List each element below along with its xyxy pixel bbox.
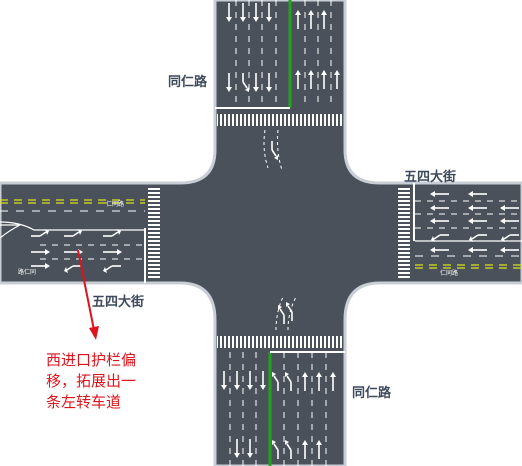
west-approach: 仁同路 路仁同 bbox=[0, 186, 160, 283]
annotation-line-3: 条左转车道 bbox=[46, 393, 122, 411]
west-pavement-text-lower: 路仁同 bbox=[18, 268, 36, 276]
south-crosswalk bbox=[217, 336, 343, 348]
east-approach: 仁同路 bbox=[398, 183, 522, 280]
annotation-note: 西进口护栏偏 移，拓展出一 条左转车道 bbox=[46, 350, 136, 413]
west-road-name: 五四大街 bbox=[92, 295, 145, 310]
west-median-guard bbox=[0, 221, 145, 231]
north-approach bbox=[215, 0, 343, 171]
annotation-line-2: 移，拓展出一 bbox=[46, 372, 137, 390]
red-pointer-arrow bbox=[77, 249, 99, 340]
south-road-name: 同仁路 bbox=[352, 386, 392, 401]
north-crosswalk bbox=[217, 114, 343, 126]
east-road-name: 五四大街 bbox=[404, 170, 457, 185]
south-approach bbox=[217, 296, 345, 466]
annotation-line-1: 西进口护栏偏 bbox=[46, 351, 137, 369]
north-road-name: 同仁路 bbox=[168, 75, 208, 90]
east-pavement-text: 仁同路 bbox=[440, 269, 458, 277]
east-crosswalk bbox=[398, 186, 410, 280]
west-crosswalk bbox=[148, 186, 160, 280]
west-pavement-text-upper: 仁同路 bbox=[106, 200, 124, 208]
